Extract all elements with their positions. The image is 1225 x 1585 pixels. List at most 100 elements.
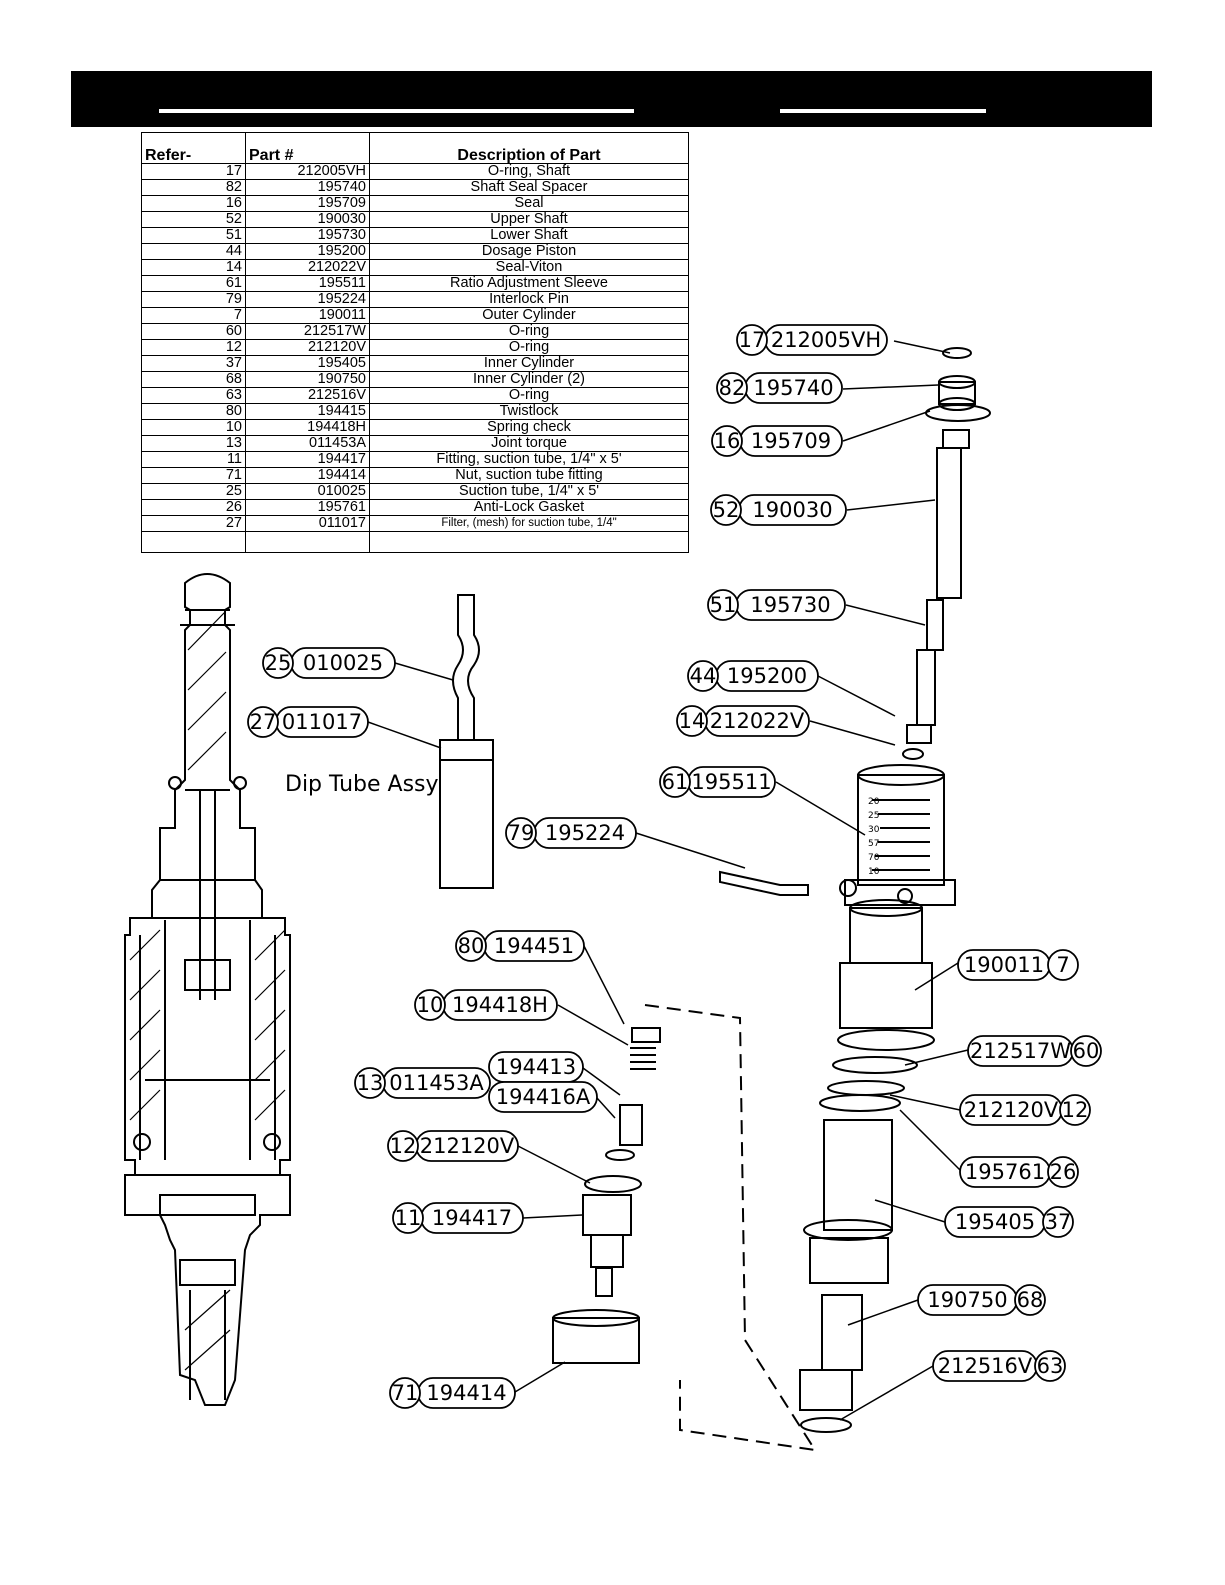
reference-circle [716, 372, 748, 404]
scale-mark-label: 20 [868, 797, 880, 807]
callout-reference-number: 68 [1017, 1288, 1044, 1312]
callout-reference-number: 61 [662, 770, 689, 794]
callout-part-number: 011017 [282, 710, 362, 734]
callout-c13c: 194416A [488, 1081, 598, 1113]
reference-circle [392, 1202, 424, 1234]
callout-reference-number: 60 [1073, 1039, 1100, 1063]
callout-reference-number: 80 [458, 934, 485, 958]
callout-c13b: 194413 [488, 1051, 584, 1083]
description-cell: Dosage Piston [369, 243, 689, 260]
callout-part-number: 190030 [752, 498, 832, 522]
header-underline-right [780, 109, 986, 113]
header-part-number: Part # [245, 132, 370, 164]
reference-circle [1047, 1156, 1079, 1188]
callout-c80: 194451 80 [455, 930, 585, 962]
callout-part-number: 190750 [927, 1288, 1007, 1312]
ref-cell: 68 [141, 371, 246, 388]
parts-table-header: Refer- Part # Description of Part [141, 132, 689, 164]
cross-section-assembly [124, 573, 291, 1406]
callout-reference-number: 11 [395, 1206, 422, 1230]
reference-circle [389, 1377, 421, 1409]
callout-reference-number: 10 [417, 993, 444, 1017]
scale-mark-label: 70 [868, 853, 880, 863]
description-cell: O-ring [369, 387, 689, 404]
part-number-cell: 195709 [245, 195, 370, 212]
reference-circle [659, 766, 691, 798]
description-cell: Lower Shaft [369, 227, 689, 244]
callout-part-number: 194451 [494, 934, 574, 958]
callout-part-number: 212120V [964, 1098, 1059, 1122]
callout-part-number: 011453A [389, 1071, 484, 1095]
callout-part-number: 195730 [750, 593, 830, 617]
part-number-cell: 212517W [245, 323, 370, 340]
callout-part-number: 194413 [496, 1055, 576, 1079]
callout-reference-number: 44 [690, 664, 717, 688]
part-number-cell: 011453A [245, 435, 370, 452]
callout-part-number: 195511 [691, 770, 771, 794]
reference-circle [707, 589, 739, 621]
part-number-cell: 195405 [245, 355, 370, 372]
reference-circle [505, 817, 537, 849]
part-number-pill [488, 1081, 598, 1113]
header-bar [71, 71, 1152, 127]
callout-reference-number: 37 [1045, 1210, 1072, 1234]
callout-reference-number: 14 [679, 709, 706, 733]
reference-circle [247, 706, 279, 738]
description-cell: Nut, suction tube fitting [369, 467, 689, 484]
reference-circle [1047, 949, 1079, 981]
description-cell: Inner Cylinder (2) [369, 371, 689, 388]
reference-circle [1014, 1284, 1046, 1316]
callout-part-number: 194417 [432, 1206, 512, 1230]
callout-c51: 195730 51 [707, 589, 846, 621]
reference-circle [1059, 1094, 1091, 1126]
reference-circle [736, 324, 768, 356]
callout-part-number: 212120V [420, 1134, 515, 1158]
callout-reference-number: 12 [1062, 1098, 1089, 1122]
callout-reference-number: 51 [710, 593, 737, 617]
reference-circle [711, 425, 743, 457]
leader-lines [367, 340, 969, 1421]
reference-circle [676, 705, 708, 737]
ref-cell: 60 [141, 323, 246, 340]
scale-mark-label: 57 [868, 839, 879, 849]
ref-cell: 44 [141, 243, 246, 260]
callout-labels: 212005VH17195740821957091619003052195730… [247, 324, 1102, 1409]
blank-cell [369, 531, 689, 553]
callout-reference-number: 79 [508, 821, 535, 845]
dip-tube-illustration [439, 594, 494, 889]
callout-part-number: 195709 [751, 429, 831, 453]
reference-circle [1034, 1350, 1066, 1382]
callout-reference-number: 25 [265, 651, 292, 675]
shaft-stack-illustration [552, 347, 991, 1452]
description-cell: Anti-Lock Gasket [369, 499, 689, 516]
reference-circle [1042, 1206, 1074, 1238]
reference-circle [262, 647, 294, 679]
reference-circle [354, 1067, 386, 1099]
dip-tube-caption: Dip Tube Assy [285, 772, 439, 797]
ref-cell: 71 [141, 467, 246, 484]
callout-c11: 194417 11 [392, 1202, 524, 1234]
callout-reference-number: 71 [392, 1381, 419, 1405]
